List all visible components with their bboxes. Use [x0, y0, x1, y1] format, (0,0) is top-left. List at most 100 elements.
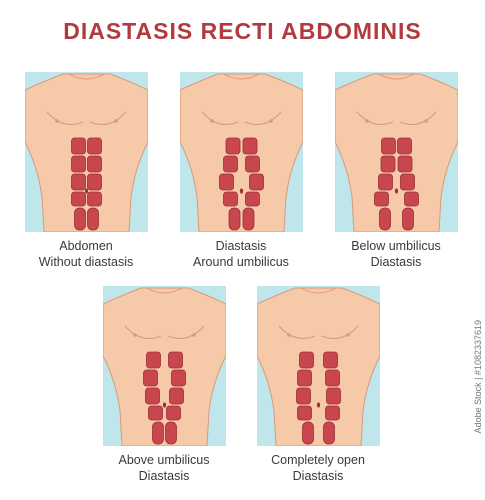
panel-below-umbilicus: Below umbilicus Diastasis — [335, 72, 458, 270]
caption-line-1: Diastasis — [215, 239, 267, 253]
navel — [316, 402, 321, 408]
rectus-muscle-segment — [379, 207, 391, 231]
rectus-muscle-segment — [219, 173, 234, 191]
pectoral-line — [356, 111, 394, 125]
rectus-muscle-segment — [87, 207, 99, 231]
torso-skin — [25, 73, 148, 232]
nipple — [133, 333, 137, 337]
collarbone-line — [378, 73, 415, 80]
caption-line-2: Diastasis — [370, 255, 422, 269]
rectus-muscle-segment — [171, 369, 186, 387]
rectus-muscle-segment — [325, 369, 340, 387]
torso-skin — [257, 287, 380, 446]
pectoral-line — [46, 111, 84, 125]
rectus-muscle-segment — [323, 351, 338, 369]
nipple — [346, 333, 350, 337]
rectus-muscle-segment — [168, 351, 183, 369]
rectus-muscle-segment — [297, 369, 312, 387]
rectus-muscle-segment — [378, 173, 393, 191]
navel — [239, 188, 244, 194]
rectus-muscle-segment — [71, 137, 86, 155]
rectus-muscle-segment — [245, 155, 260, 173]
rectus-muscle-segment — [71, 155, 86, 173]
rectus-muscle-segment — [400, 173, 415, 191]
torso-illustration — [335, 72, 458, 232]
rectus-muscle-segment — [87, 137, 102, 155]
collarbone-line — [300, 287, 337, 294]
rectus-muscle-segment — [323, 421, 335, 445]
panel-completely-open: Completely open Diastasis — [257, 286, 380, 484]
page-title: DIASTASIS RECTI ABDOMINIS — [63, 18, 422, 44]
rectus-muscle-segment — [302, 421, 314, 445]
panel-caption: Below umbilicus Diastasis — [311, 238, 481, 270]
rectus-muscle-segment — [223, 155, 238, 173]
caption-line-2: Diastasis — [138, 469, 190, 483]
rectus-muscle-segment — [152, 421, 164, 445]
nipple — [210, 119, 214, 123]
rectus-muscle-segment — [169, 387, 184, 405]
torso-illustration — [25, 72, 148, 232]
rectus-muscle-segment — [242, 207, 255, 231]
panel-above-umbilicus: Above umbilicus Diastasis — [103, 286, 226, 484]
torso-skin — [335, 73, 458, 232]
rectus-muscle-segment — [143, 369, 158, 387]
caption-line-1: Below umbilicus — [351, 239, 441, 253]
rectus-muscle-segment — [326, 387, 341, 405]
panel-caption: Abdomen Without diastasis — [1, 238, 171, 270]
rectus-muscle-segment — [296, 387, 311, 405]
rectus-muscle-segment — [71, 173, 86, 191]
rectus-muscle-segment — [374, 191, 389, 207]
collarbone-line — [223, 73, 260, 80]
rectus-muscle-segment — [87, 173, 102, 191]
nipple — [269, 119, 273, 123]
nipple — [55, 119, 59, 123]
rectus-muscle-segment — [402, 207, 414, 231]
caption-line-1: Abdomen — [59, 239, 113, 253]
pectoral-line — [399, 111, 437, 125]
torso-skin — [180, 73, 303, 232]
torso-illustration — [103, 286, 226, 446]
torso-skin — [103, 287, 226, 446]
navel — [394, 188, 399, 194]
nipple — [287, 333, 291, 337]
rectus-muscle-segment — [74, 207, 86, 231]
pectoral-line — [124, 325, 162, 339]
panel-around-umbilicus: Diastasis Around umbilicus — [180, 72, 303, 270]
collarbone-line — [146, 287, 183, 294]
rectus-muscle-segment — [166, 405, 181, 421]
rectus-muscle-segment — [325, 405, 340, 421]
rectus-muscle-segment — [148, 405, 163, 421]
rectus-muscle-segment — [223, 191, 238, 207]
pectoral-line — [278, 325, 316, 339]
collarbone-line — [68, 73, 105, 80]
rectus-muscle-segment — [297, 405, 312, 421]
caption-line-1: Above umbilicus — [118, 453, 210, 467]
navel — [162, 402, 167, 408]
caption-line-2: Without diastasis — [38, 255, 134, 269]
torso-illustration — [180, 72, 303, 232]
nipple — [114, 119, 118, 123]
rectus-muscle-segment — [397, 155, 413, 173]
rectus-muscle-segment — [225, 137, 241, 155]
rectus-muscle-segment — [87, 191, 102, 207]
rectus-muscle-segment — [245, 191, 260, 207]
torso-illustration — [257, 286, 380, 446]
rectus-muscle-segment — [242, 137, 258, 155]
caption-line-2: Around umbilicus — [193, 255, 289, 269]
nipple — [424, 119, 428, 123]
navel — [84, 188, 89, 194]
rectus-muscle-segment — [380, 155, 396, 173]
caption-line-1: Completely open — [271, 453, 365, 467]
pectoral-line — [321, 325, 359, 339]
panel-caption: Completely open Diastasis — [233, 452, 403, 484]
panel-caption: Above umbilicus Diastasis — [79, 452, 249, 484]
rectus-muscle-segment — [381, 137, 396, 155]
rectus-muscle-segment — [404, 191, 419, 207]
panel-caption: Diastasis Around umbilicus — [156, 238, 326, 270]
rectus-muscle-segment — [87, 155, 102, 173]
watermark-id: Adobe Stock | #1082337619 — [473, 320, 483, 434]
rectus-muscle-segment — [299, 351, 314, 369]
rectus-muscle-segment — [145, 387, 160, 405]
rectus-muscle-segment — [249, 173, 264, 191]
caption-line-2: Diastasis — [292, 469, 344, 483]
